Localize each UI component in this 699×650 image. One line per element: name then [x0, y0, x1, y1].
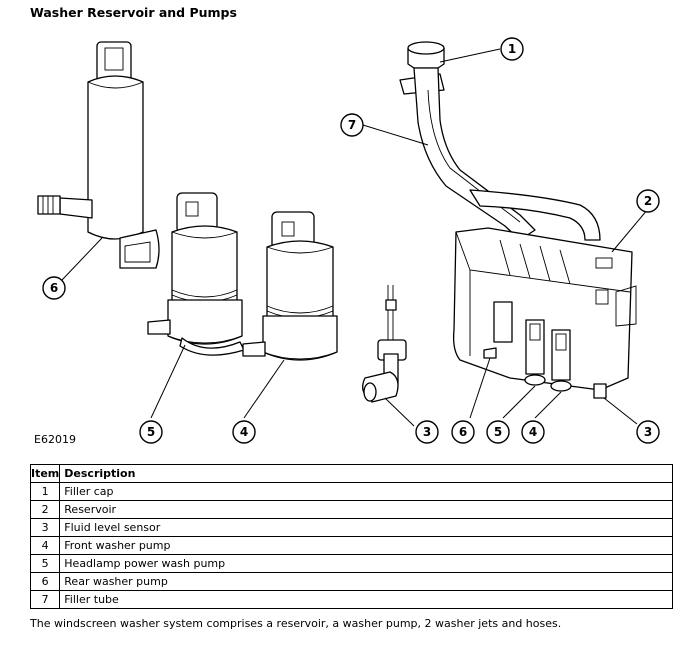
callout-2: 2	[636, 189, 660, 213]
svg-text:4: 4	[240, 425, 248, 439]
legend-item-description: Fluid level sensor	[59, 518, 673, 537]
svg-text:5: 5	[494, 425, 502, 439]
table-row: 7 Filler tube	[29, 590, 673, 609]
fluid-level-sensor-illustration	[362, 285, 407, 403]
legend-item-description: Filler cap	[59, 482, 673, 501]
table-row: 4 Front washer pump	[29, 536, 673, 555]
callout-4-right: 4	[521, 420, 545, 444]
legend-item-description: Filler tube	[59, 590, 673, 609]
svg-text:3: 3	[644, 425, 652, 439]
legend-item-number: 7	[29, 590, 61, 609]
legend-item-description: Headlamp power wash pump	[59, 554, 673, 573]
legend-item-number: 6	[29, 572, 61, 591]
svg-text:5: 5	[147, 425, 155, 439]
callout-1: 1	[500, 37, 524, 61]
callout-5-right: 5	[486, 420, 510, 444]
table-row: 3 Fluid level sensor	[29, 518, 673, 537]
legend-item-number: 2	[29, 500, 61, 519]
legend-header-row: Item Description	[29, 464, 673, 483]
figure-code: E62019	[34, 433, 76, 446]
callout-4-left: 4	[232, 420, 256, 444]
legend-item-description: Reservoir	[59, 500, 673, 519]
callout-6-right: 6	[451, 420, 475, 444]
callout-5-left: 5	[139, 420, 163, 444]
svg-text:6: 6	[459, 425, 467, 439]
callout-7: 7	[340, 113, 364, 137]
legend-item-description: Front washer pump	[59, 536, 673, 555]
legend-item-number: 4	[29, 536, 61, 555]
svg-text:4: 4	[529, 425, 537, 439]
legend-table: Item Description 1 Filler cap 2 Reservoi…	[29, 464, 673, 609]
svg-text:7: 7	[348, 118, 356, 132]
callout-6-left: 6	[42, 276, 66, 300]
reservoir-assembly-illustration	[399, 41, 637, 399]
legend-item-number: 1	[29, 482, 61, 501]
table-row: 5 Headlamp power wash pump	[29, 554, 673, 573]
rear-washer-pump-illustration	[37, 41, 160, 269]
legend-header-description: Description	[59, 464, 673, 483]
legend-header-item: Item	[29, 464, 61, 483]
legend-item-number: 3	[29, 518, 61, 537]
washer-system-diagram: 1 7 2 6 5 4 3 6 5 4 3 E62019	[34, 37, 660, 446]
svg-text:3: 3	[423, 425, 431, 439]
table-row: 1 Filler cap	[29, 482, 673, 501]
system-description: The windscreen washer system comprises a…	[30, 617, 562, 630]
svg-text:1: 1	[508, 42, 516, 56]
table-row: 2 Reservoir	[29, 500, 673, 519]
callout-3-right: 3	[636, 420, 660, 444]
headlamp-wash-pump-illustration	[147, 192, 245, 356]
table-row: 6 Rear washer pump	[29, 572, 673, 591]
leader-lines	[61, 48, 649, 427]
front-washer-pump-illustration	[242, 211, 338, 361]
page-title: Washer Reservoir and Pumps	[30, 5, 237, 20]
legend-item-number: 5	[29, 554, 61, 573]
svg-text:2: 2	[644, 194, 652, 208]
legend-item-description: Rear washer pump	[59, 572, 673, 591]
callout-3-left: 3	[415, 420, 439, 444]
svg-text:6: 6	[50, 281, 58, 295]
